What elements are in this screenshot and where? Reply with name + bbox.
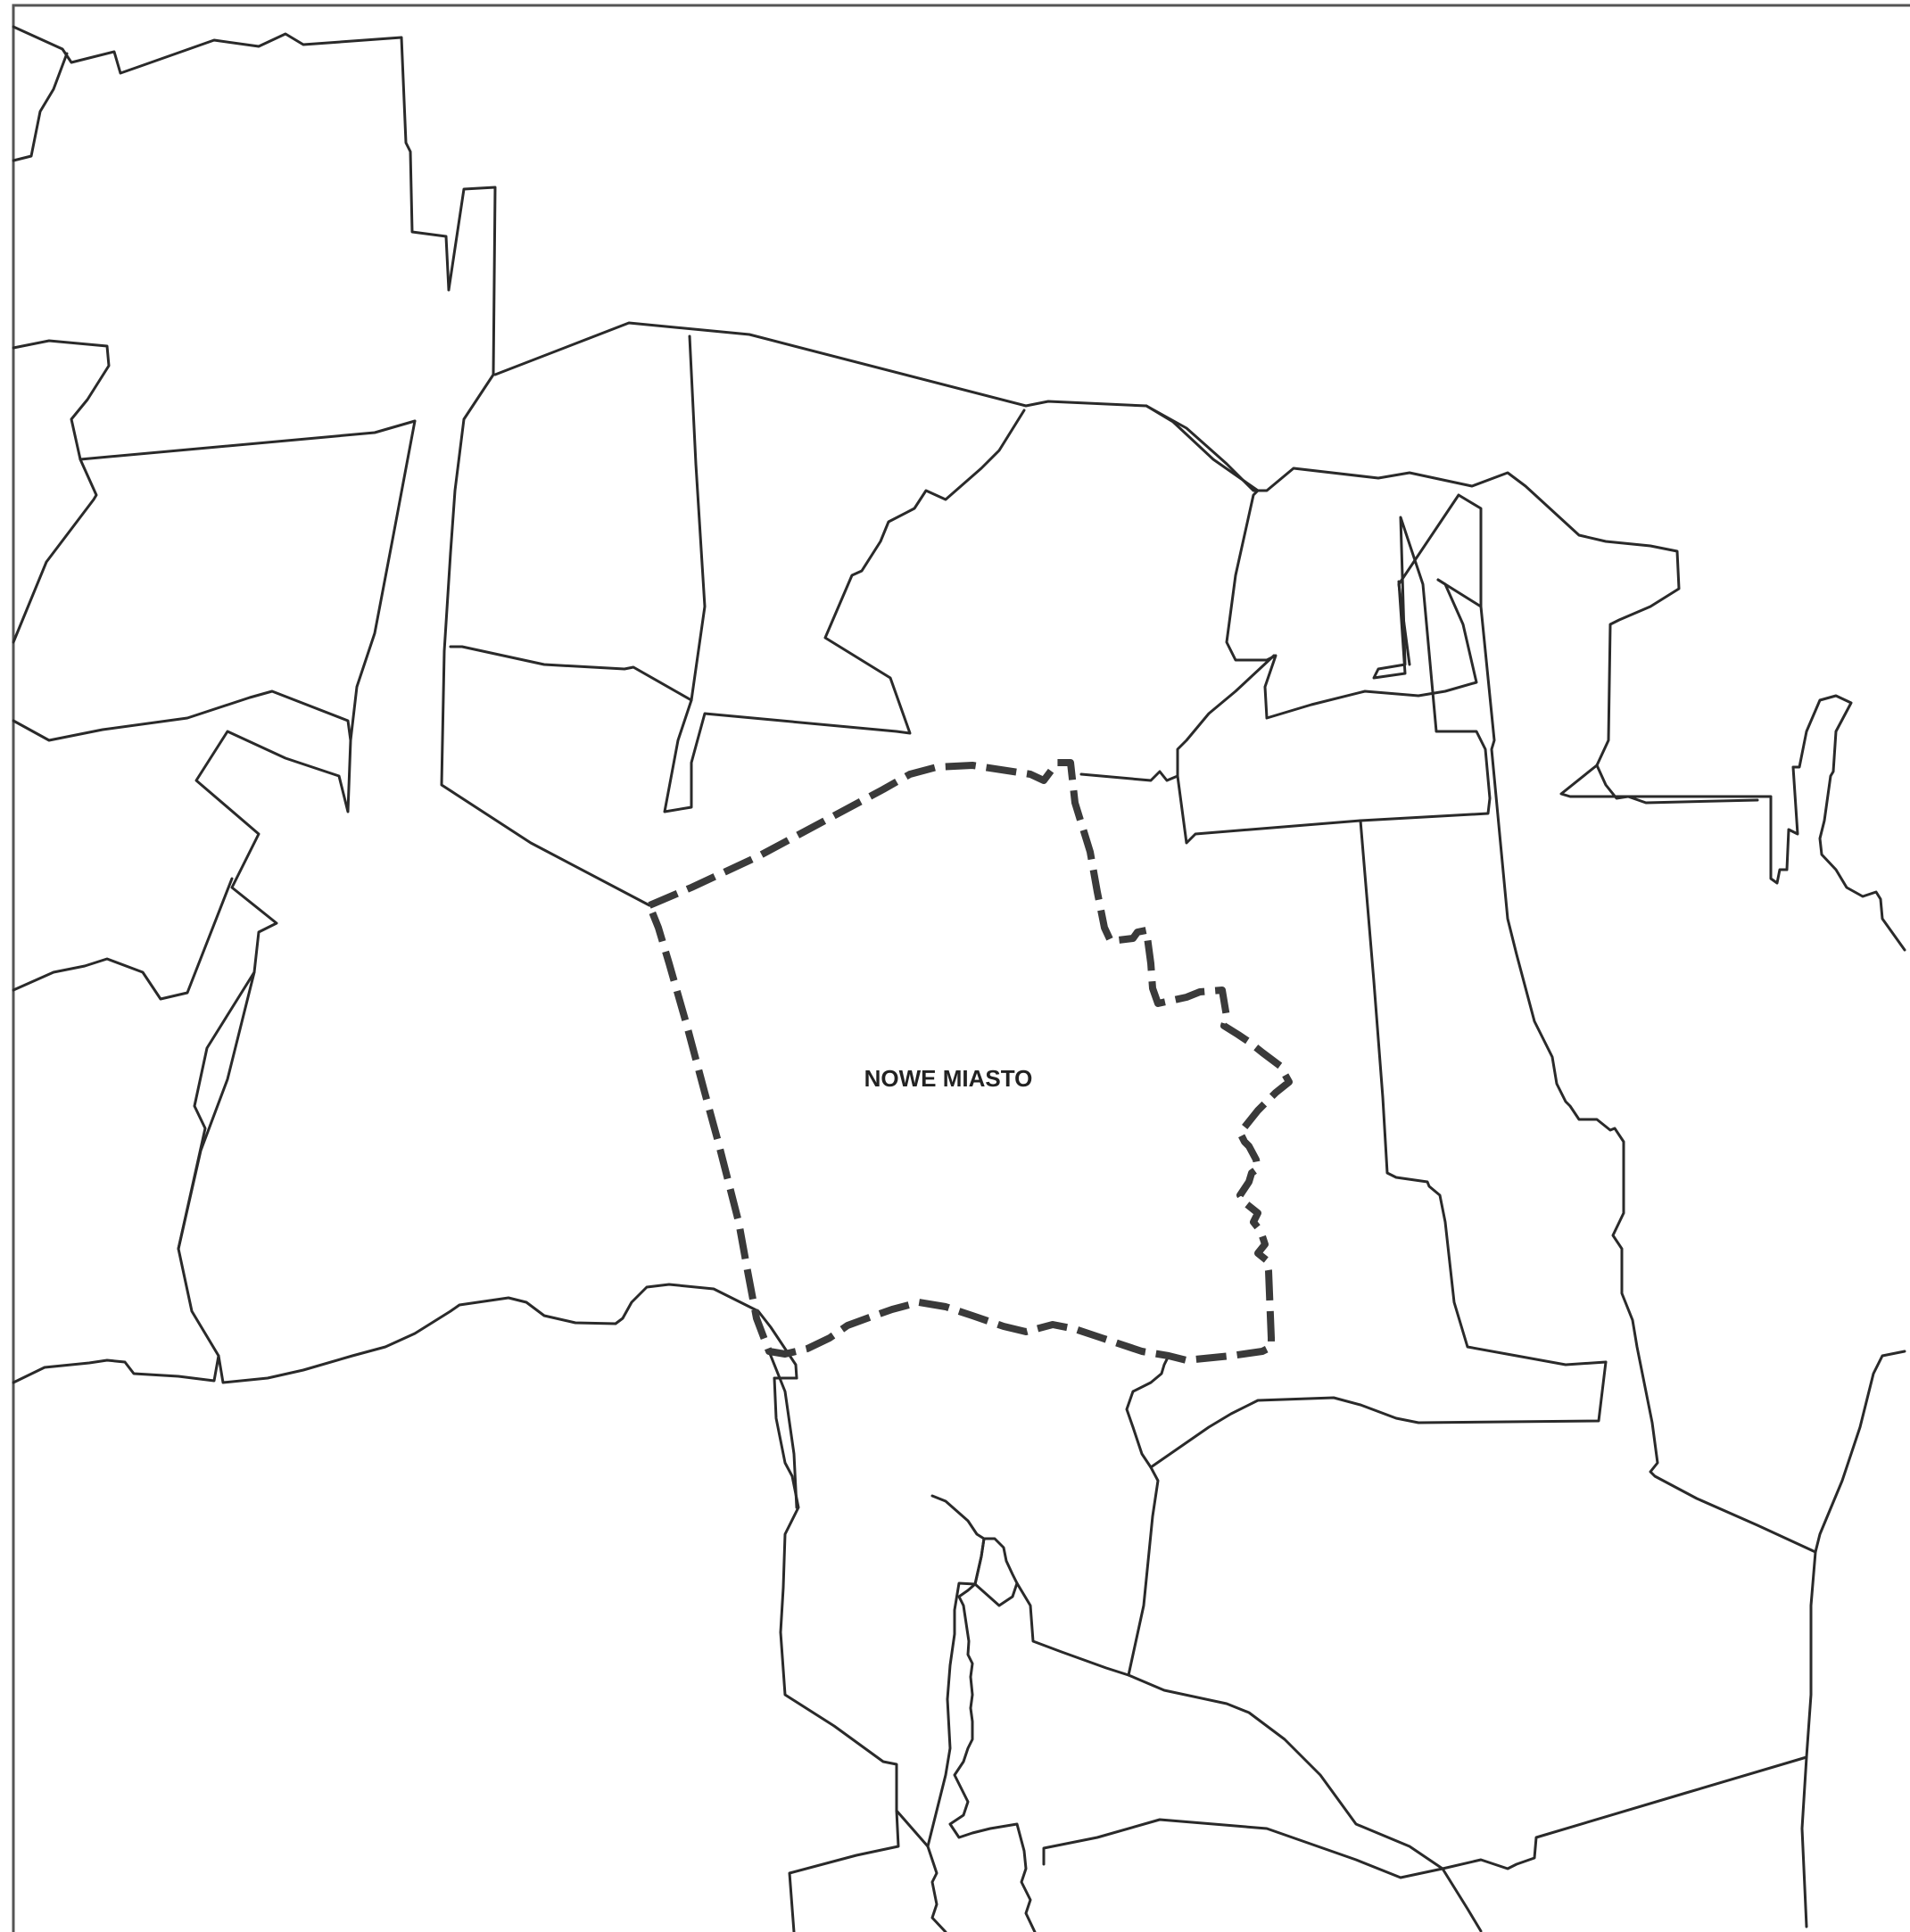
- district-label-nowe-miasto: NOWE MIASTO: [864, 1065, 1033, 1092]
- district-boundary: [930, 1466, 1160, 1677]
- district-boundary: [982, 1537, 1019, 1585]
- district-boundary: [767, 1350, 798, 1509]
- district-boundary: [1176, 516, 1492, 845]
- district-boundary: [1145, 404, 1478, 720]
- district-boundary: [12, 877, 234, 1001]
- district-boundary: [177, 970, 256, 1251]
- district-boundary: [12, 52, 69, 162]
- district-boundary: [1800, 1350, 1906, 1928]
- district-boundary: [449, 645, 693, 702]
- map-frame: [12, 4, 1910, 1932]
- district-boundary: [177, 419, 798, 1384]
- district-boundary: [1125, 1354, 1608, 1469]
- district-boundary: [1359, 819, 1608, 1366]
- district-boundary: [926, 1537, 986, 1932]
- district-boundary: [1479, 605, 1817, 1554]
- district-boundary: [12, 339, 111, 644]
- district-boundary: [1595, 764, 1759, 805]
- district-boundary: [440, 186, 651, 907]
- district-boundary: [948, 1582, 1037, 1932]
- district-boundary: [1042, 1755, 1808, 1879]
- district-boundary: [1760, 694, 1906, 952]
- district-boundary: [895, 1809, 930, 1848]
- district-boundary: [773, 1376, 900, 1932]
- district-boundaries: [12, 25, 1906, 1932]
- district-boundary: [1079, 654, 1276, 782]
- district-boundary: [12, 25, 451, 292]
- district-boundary: [1397, 493, 1483, 666]
- district-boundary: [1127, 1673, 1444, 1870]
- highlighted-district-outline: [646, 759, 1293, 1364]
- district-boundary: [493, 321, 1764, 798]
- district-boundary: [1441, 1867, 1483, 1932]
- district-boundary: [79, 419, 417, 461]
- district-boundary: [12, 1354, 220, 1384]
- district-boundary: [12, 689, 352, 742]
- district-boundary: [663, 334, 1026, 813]
